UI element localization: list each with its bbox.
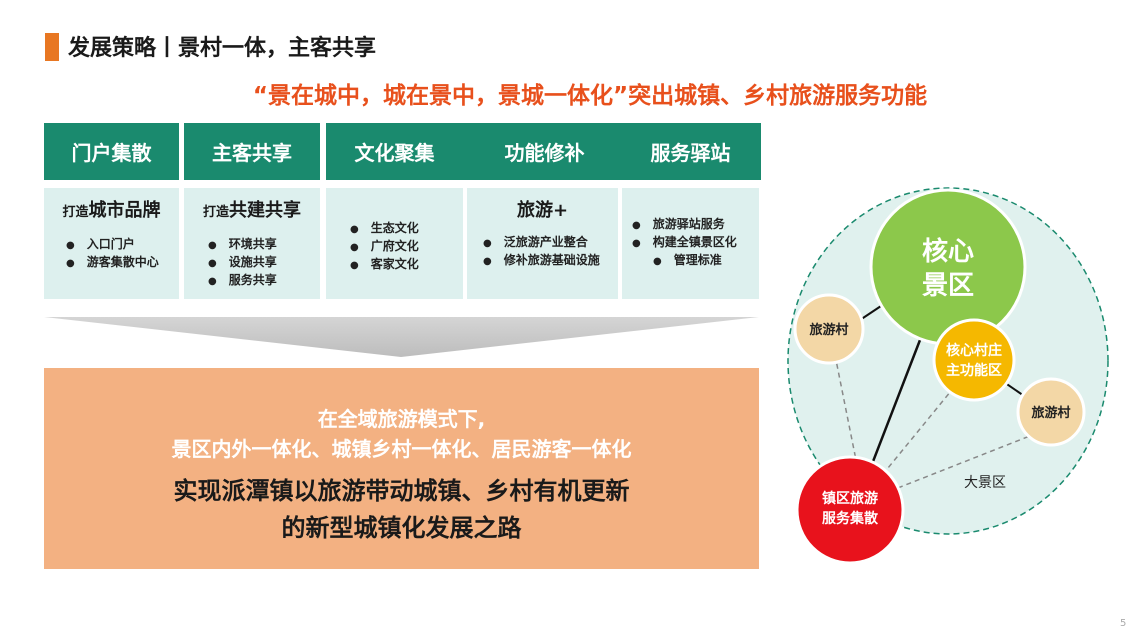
core-label-1: 核心 xyxy=(922,236,974,267)
column-cell-station: 旅游驿站服务 构建全镇景区化 管理标准 xyxy=(622,188,759,299)
column-cell-function: 旅游+ 泛旅游产业整合 修补旅游基础设施 xyxy=(467,188,618,299)
result-line-3: 实现派潭镇以旅游带动城镇、乡村有机更新 xyxy=(173,477,630,505)
column-header-station: 服务驿站 xyxy=(622,123,759,180)
down-arrow-icon xyxy=(44,317,759,357)
list-item: 生态文化 xyxy=(350,220,463,238)
result-line-1: 在全域旅游模式下, xyxy=(317,407,486,431)
core-village-label-2: 主功能区 xyxy=(946,362,1002,379)
result-box: 在全域旅游模式下, 景区内外一体化、城镇乡村一体化、居民游客一体化 实现派潭镇以… xyxy=(44,368,759,569)
core-village-label-1: 核心村庄 xyxy=(946,342,1002,359)
core-village-node xyxy=(932,318,1016,402)
column-cell-culture: 生态文化 广府文化 客家文化 xyxy=(326,188,463,299)
village-right-label: 旅游村 xyxy=(1031,405,1070,421)
cell-heading-prefix: 打造 xyxy=(62,205,89,220)
column-cell-gateway: 打造城市品牌 入口门户 游客集散中心 xyxy=(44,188,179,299)
list-item: 泛旅游产业整合 xyxy=(483,234,618,252)
column-cell-shared: 打造共建共享 环境共享 设施共享 服务共享 xyxy=(184,188,320,299)
page-subtitle: “景在城中，城在景中，景城一体化”突出城镇、乡村旅游服务功能 xyxy=(252,83,928,109)
list-item: 游客集散中心 xyxy=(66,254,179,272)
page-title: 发展策略丨景村一体，主客共享 xyxy=(68,36,377,61)
list-item: 广府文化 xyxy=(350,238,463,256)
list-item: 修补旅游基础设施 xyxy=(483,252,618,270)
column-header-gateway: 门户集散 xyxy=(44,123,179,180)
core-label-2: 景区 xyxy=(922,271,974,301)
village-left-label: 旅游村 xyxy=(809,322,848,338)
list-item: 客家文化 xyxy=(350,256,463,274)
list-item: 旅游驿站服务 xyxy=(632,216,759,234)
title-accent-bar xyxy=(45,33,59,61)
scenic-area-diagram: 核心 景区 旅游村 核心村庄 主功能区 旅游村 镇区旅游 服务集散 大景区 xyxy=(787,187,1109,565)
town-label-2: 服务集散 xyxy=(822,510,879,527)
town-hub-node xyxy=(795,455,905,565)
cell-heading-main: 城市品牌 xyxy=(88,200,161,221)
list-item: 服务共享 xyxy=(208,272,320,290)
list-item: 管理标准 xyxy=(632,252,759,270)
list-item: 设施共享 xyxy=(208,254,320,272)
village-left-node xyxy=(793,293,865,365)
cell-heading-prefix: 打造 xyxy=(202,205,229,220)
town-label-1: 镇区旅游 xyxy=(822,490,878,507)
list-item: 入口门户 xyxy=(66,236,179,254)
column-header-shared: 主客共享 xyxy=(184,123,320,180)
list-item-continuation: 管理标准 xyxy=(673,253,722,267)
village-right-node xyxy=(1016,377,1086,447)
result-line-2: 景区内外一体化、城镇乡村一体化、居民游客一体化 xyxy=(171,437,632,461)
result-line-4: 的新型城镇化发展之路 xyxy=(281,514,522,542)
cell-heading-main: 共建共享 xyxy=(229,200,301,221)
page-number: 5 xyxy=(1120,618,1127,629)
column-header-function: 功能修补 xyxy=(504,141,585,165)
list-item: 构建全镇景区化 xyxy=(632,234,759,252)
link-village2-town xyxy=(879,429,1046,496)
link-village-town xyxy=(834,354,863,491)
column-header-culture: 文化聚集 xyxy=(354,141,435,165)
list-item: 环境共享 xyxy=(208,236,320,254)
region-label: 大景区 xyxy=(964,475,1006,491)
core-scenic-node xyxy=(869,188,1027,346)
cell-heading: 旅游+ xyxy=(516,200,569,221)
cell-heading: 打造共建共享 xyxy=(184,196,320,222)
cell-heading: 打造城市品牌 xyxy=(44,196,179,222)
